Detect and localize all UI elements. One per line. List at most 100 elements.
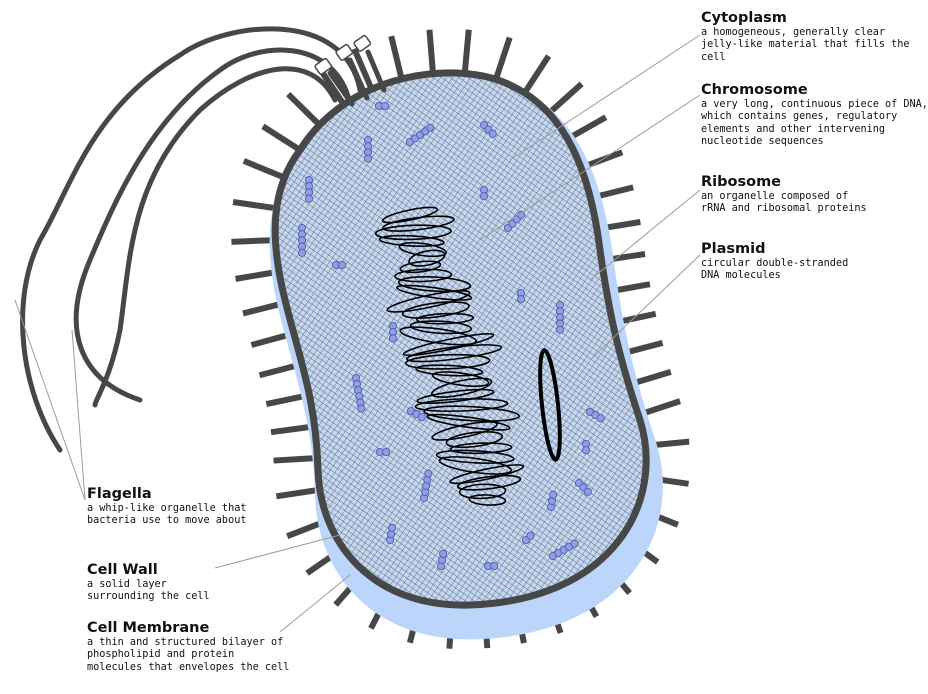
flagellum-3 xyxy=(92,66,338,408)
cell-wall-spike xyxy=(522,54,552,95)
plasmid xyxy=(538,348,562,462)
dna-loop xyxy=(426,413,511,431)
ribosome xyxy=(338,260,347,270)
ribosome-description: an organelle composed of rRNA and riboso… xyxy=(701,191,867,215)
cell-wall xyxy=(271,69,650,609)
dna-loop xyxy=(456,474,522,491)
cell-wall-spike xyxy=(261,123,302,153)
dna-loop xyxy=(399,260,442,274)
dna-loop xyxy=(405,344,503,363)
cell-wall-spike xyxy=(275,486,321,500)
ribosome-group xyxy=(297,101,605,571)
leader-lines xyxy=(14,34,701,633)
label-plasmid: Plasmid circular double-stranded DNA mol… xyxy=(701,241,848,283)
cell-wall-spike xyxy=(351,47,375,91)
ribosome xyxy=(581,446,591,455)
cell-wall-spike xyxy=(242,158,286,181)
flagellum-1 xyxy=(20,26,363,453)
cell-wall-spike xyxy=(461,29,472,74)
ribosome xyxy=(388,523,397,532)
dna-loop xyxy=(397,276,472,293)
cell-wall-spike xyxy=(426,29,436,74)
dna-loop xyxy=(432,371,490,388)
ribosome xyxy=(516,295,526,304)
cell-wall-title: Cell Wall xyxy=(87,562,158,578)
dna-loop xyxy=(382,215,455,232)
label-chromosome: Chromosome a very long, continuous piece… xyxy=(701,82,928,148)
ribosome xyxy=(490,561,499,571)
chromosome-description: a very long, continuous piece of DNA, wh… xyxy=(701,99,928,147)
ribosome xyxy=(388,334,398,343)
ribosome xyxy=(297,248,307,257)
ribosome xyxy=(526,531,535,540)
dna-loop xyxy=(381,206,439,224)
dna-loop xyxy=(430,377,493,398)
cell-membrane-description: a thin and structured bilayer of phospho… xyxy=(87,637,290,673)
cytoplasm xyxy=(275,72,647,606)
dna-loop xyxy=(408,249,446,267)
cell-wall-spike xyxy=(273,455,318,464)
ribosome xyxy=(426,123,435,132)
ribosome xyxy=(417,413,426,422)
ribosome xyxy=(424,469,433,478)
label-cell-membrane: Cell Membrane a thin and structured bila… xyxy=(87,620,289,674)
dna-loop xyxy=(404,353,491,370)
cell-wall-spike xyxy=(231,237,276,245)
dna-loop xyxy=(402,332,495,357)
dna-loop xyxy=(386,290,471,313)
dna-loop xyxy=(396,284,473,301)
cytoplasm-description: a homogeneous, generally clear jelly-lik… xyxy=(701,27,910,63)
dna-loop xyxy=(374,224,452,241)
dna-loop xyxy=(423,405,521,422)
cell-wall-spike xyxy=(546,81,584,116)
cytoplasm-title: Cytoplasm xyxy=(701,10,787,26)
dna-loop xyxy=(416,388,495,404)
ribosome xyxy=(555,325,565,334)
flagellum-2 xyxy=(73,47,351,403)
ribosome xyxy=(583,487,592,496)
ribosome xyxy=(304,194,314,203)
dna-loop xyxy=(445,430,504,449)
dna-loop xyxy=(415,364,484,377)
dna-loop xyxy=(468,494,507,506)
plasmid-description: circular double-stranded DNA molecules xyxy=(701,258,849,282)
dna-loop xyxy=(398,241,447,258)
dna-loop xyxy=(401,301,470,319)
ribosome xyxy=(488,129,497,138)
label-ribosome: Ribosome an organelle composed of rRNA a… xyxy=(701,174,867,216)
dna-loop xyxy=(449,464,525,485)
dna-loop xyxy=(449,442,513,455)
cell-wall-spike xyxy=(493,36,513,81)
ribosome xyxy=(479,192,489,201)
chromosome-title: Chromosome xyxy=(701,82,808,98)
label-cell-wall: Cell Wall a solid layer surrounding the … xyxy=(87,562,210,604)
dna-loop xyxy=(416,312,475,325)
cell-wall-spike xyxy=(270,423,316,436)
ribosome xyxy=(381,101,390,111)
cell-wall-spikes xyxy=(231,29,690,649)
dna-loop xyxy=(431,421,498,441)
cell-membrane-title: Cell Membrane xyxy=(87,620,210,636)
flagella-basal-bodies xyxy=(314,34,372,75)
flagella-hooks xyxy=(327,49,387,107)
flagella-group xyxy=(20,26,363,453)
ribosome xyxy=(382,447,391,457)
cell-wall-spike xyxy=(232,199,278,212)
label-flagella: Flagella a whip-like organelle that bact… xyxy=(87,486,246,528)
cell-wall-spike xyxy=(316,66,347,107)
plasmid-title: Plasmid xyxy=(701,241,766,257)
ribosome-title: Ribosome xyxy=(701,174,782,190)
cell-wall-spike xyxy=(286,91,322,128)
cell-wall-description: a solid layer surrounding the cell xyxy=(87,579,210,603)
dna-loop xyxy=(458,483,507,500)
dna-loop xyxy=(409,320,473,335)
cell-wall-spike xyxy=(566,114,608,142)
dna-loop xyxy=(394,268,453,283)
dna-loop xyxy=(435,449,515,464)
ribosome xyxy=(596,414,605,423)
cell-wall-spike xyxy=(388,35,405,80)
ribosome xyxy=(439,549,448,558)
dna-loop xyxy=(399,326,477,346)
label-cytoplasm: Cytoplasm a homogeneous, generally clear… xyxy=(701,10,910,64)
